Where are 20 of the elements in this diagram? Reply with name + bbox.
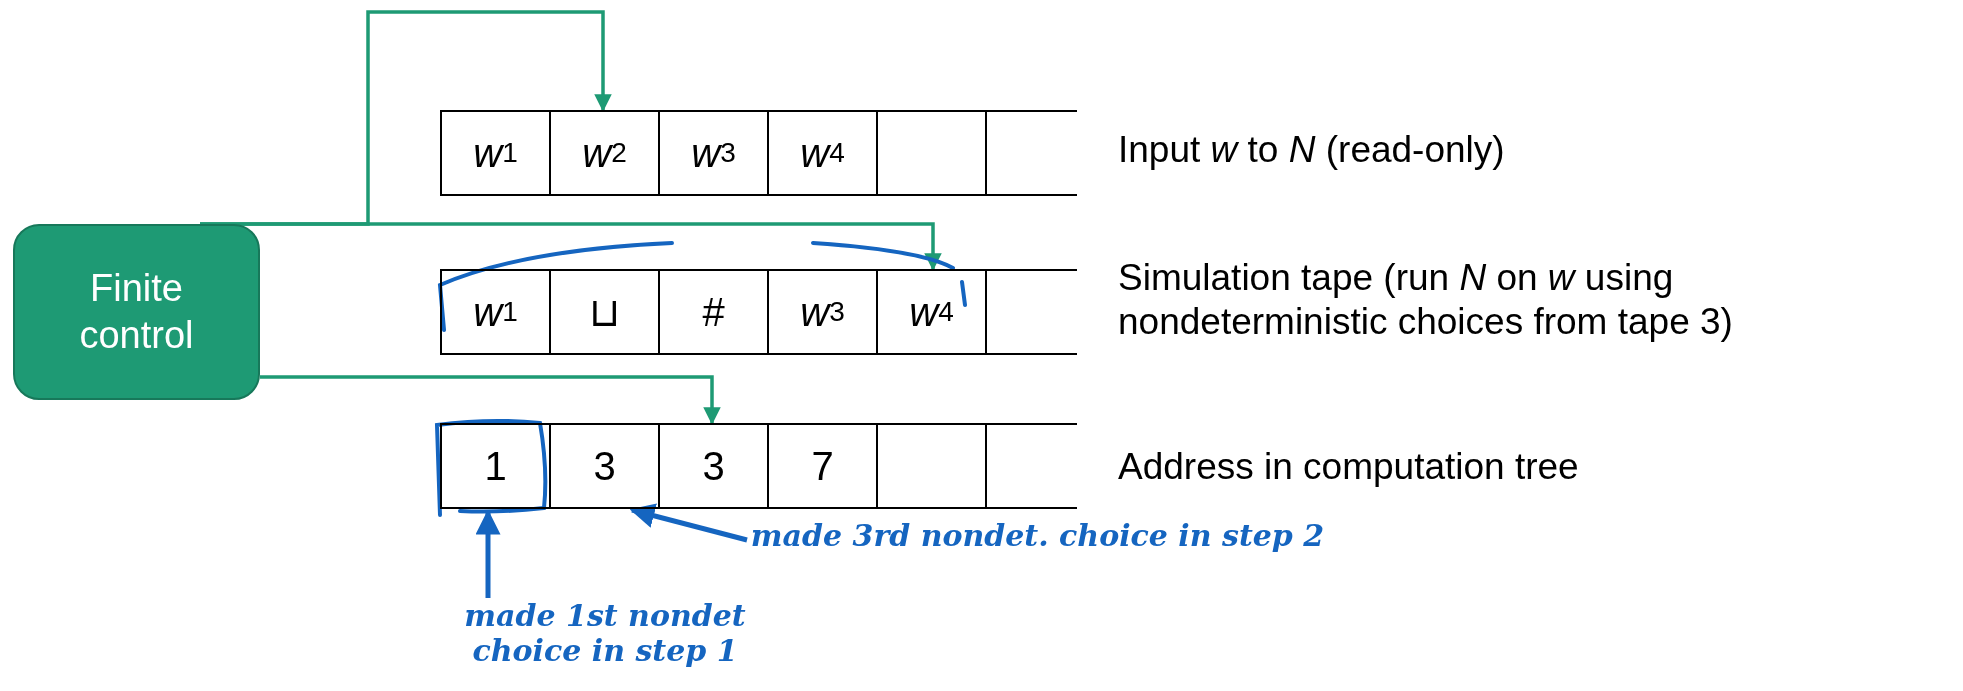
tape-label: Address in computation tree [1118,445,1580,489]
finite-control-box: Finite control [13,224,260,400]
tape-cell: ⊔ [549,269,658,355]
handwritten-note: made 3rd nondet. choice in step 2 [745,518,1330,560]
arrow [629,503,748,543]
tape-cell: # [658,269,767,355]
arrow [260,375,721,425]
tape-cell [985,269,1077,355]
handwritten-note: made 1st nondet choice in step 1 [405,598,805,688]
tape-label: Input w to N (read-only) [1118,128,1506,172]
tape-cell [876,423,985,509]
tape-cell [985,110,1077,196]
tape-cell [985,423,1077,509]
tape-cell: 1 [440,423,549,509]
tape-cell: 3 [549,423,658,509]
arrow [200,222,942,271]
tape-label: Simulation tape (run N on w using nondeterministic choices from tape 3) [1118,256,1734,345]
tape-cell: 3 [658,423,767,509]
tape-cell: 7 [767,423,876,509]
tape-cell [876,110,985,196]
